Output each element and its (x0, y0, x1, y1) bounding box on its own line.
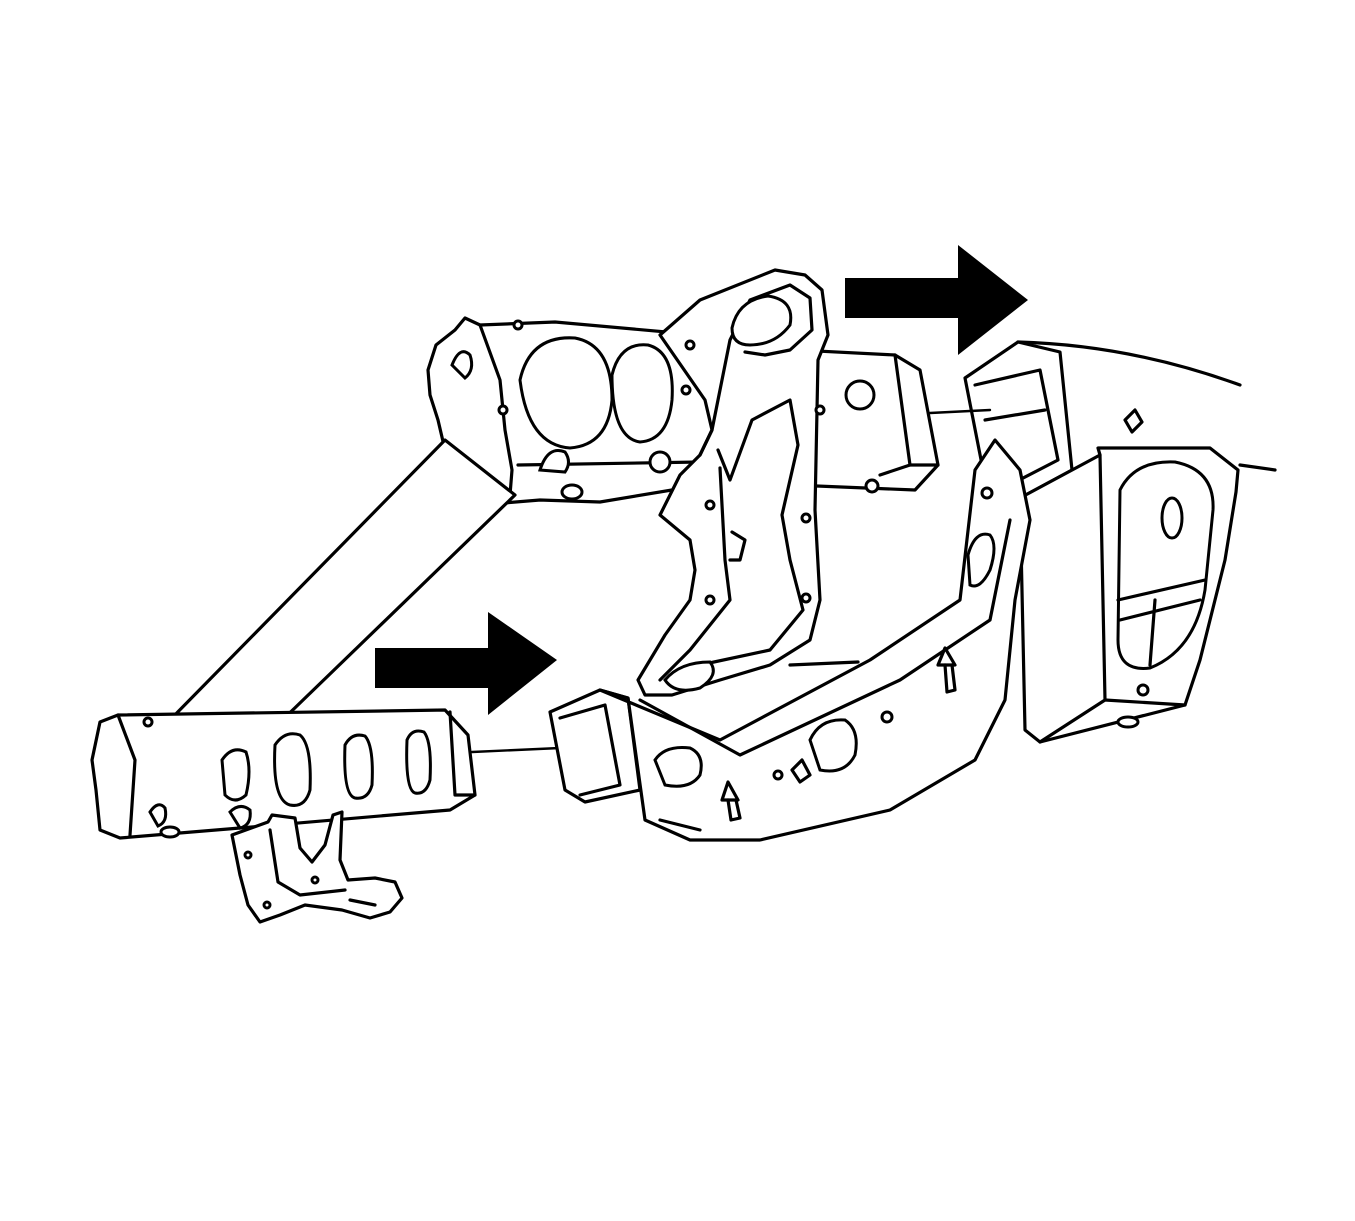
lower-left-section (90, 708, 477, 840)
lower-hanger-bracket (230, 810, 404, 924)
lower-install-arrow (375, 612, 557, 715)
suspension-hanger-bracket (636, 268, 860, 697)
lower-crossmember (470, 438, 1032, 842)
upper-install-arrow (845, 245, 1028, 355)
